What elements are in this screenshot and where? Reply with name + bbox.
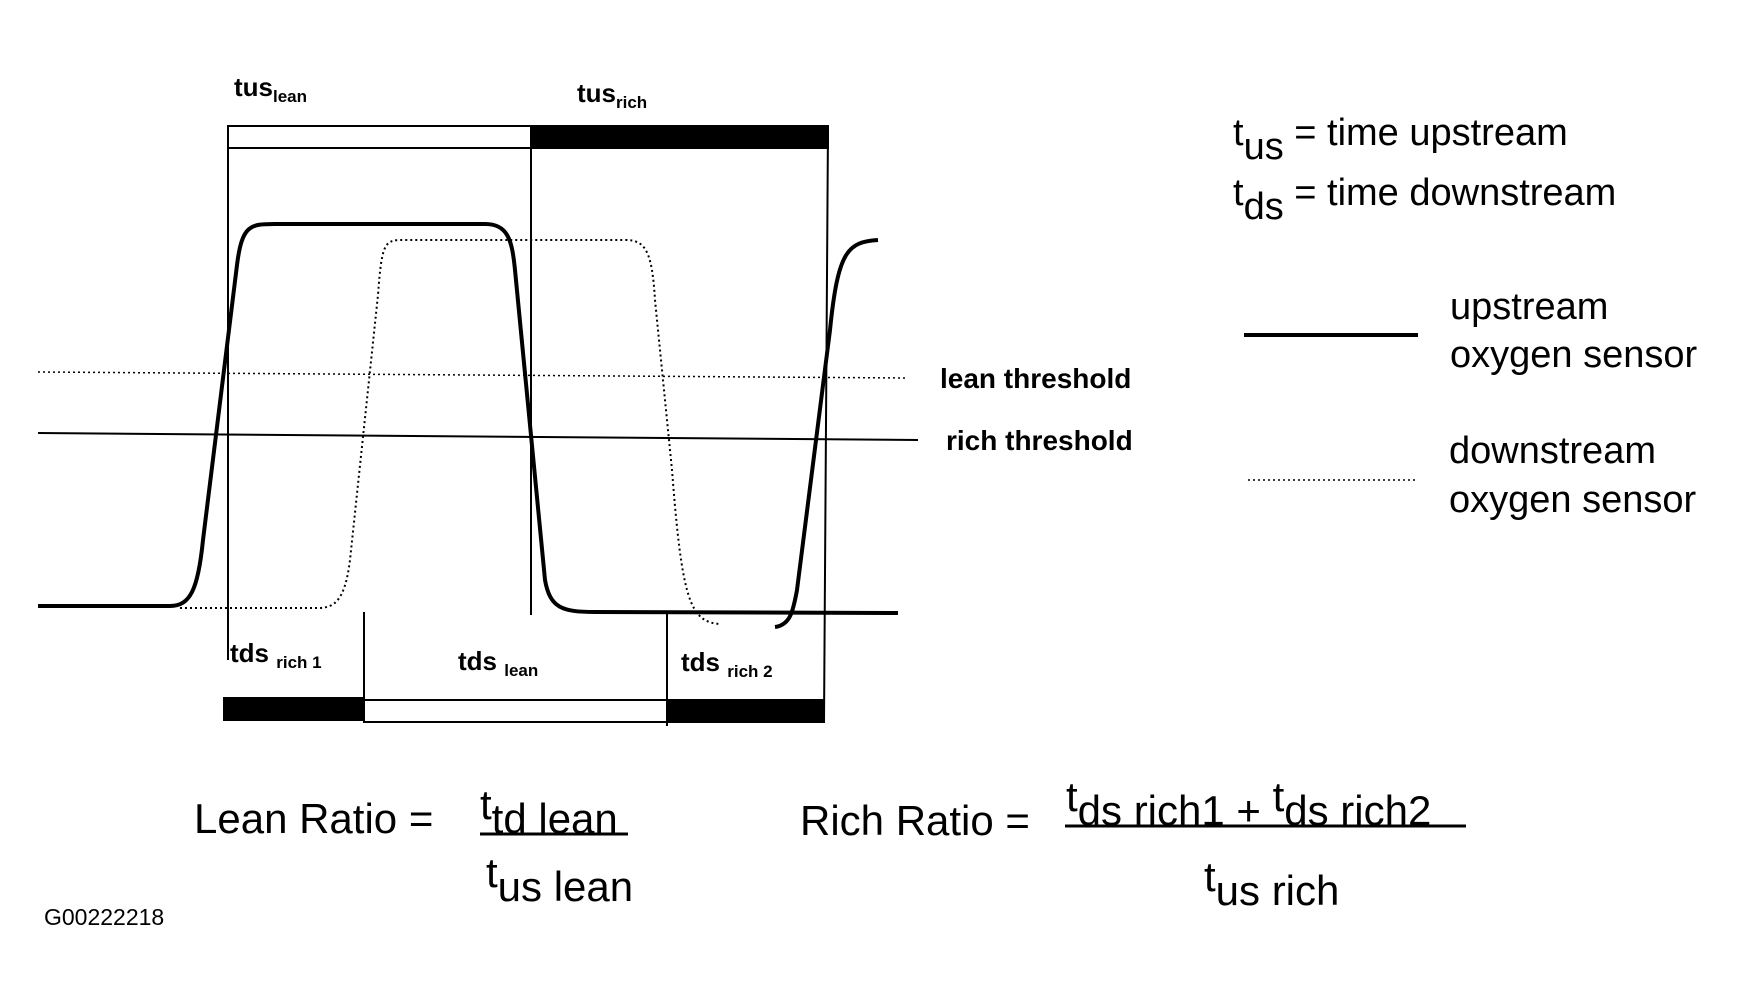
- tds-rich1-label: tds rich 1: [230, 640, 322, 671]
- figure-id: G00222218: [44, 904, 165, 930]
- tus-rich-bar: [530, 125, 829, 149]
- tds-rich1-sub: rich 1: [276, 653, 322, 672]
- upstream-sensor-curve-rise: [774, 238, 879, 629]
- lean-threshold-line: [37, 371, 907, 379]
- rich-plus-sign: +: [1236, 787, 1261, 834]
- definition-tds-base: t: [1233, 172, 1244, 214]
- tds-lean-sub: lean: [504, 661, 539, 680]
- tus-rich-sub: rich: [616, 93, 648, 112]
- tds-rich1-bar: [223, 697, 365, 721]
- lean-ratio-denominator: tus lean: [486, 852, 633, 908]
- rich-den-base: t: [1204, 853, 1216, 900]
- tus-rich-base: tus: [577, 78, 616, 108]
- legend-upstream-line2: oxygen sensor: [1450, 334, 1698, 376]
- tds-lean-base: tds: [458, 646, 497, 676]
- rich-num1-base: t: [1066, 773, 1078, 820]
- definition-tus-base: t: [1233, 112, 1244, 154]
- tus-lean-label: tuslean: [234, 74, 307, 105]
- upstream-sensor-curve: [38, 222, 899, 615]
- lean-den-sub: us lean: [497, 863, 634, 910]
- rich-threshold-line: [37, 432, 919, 441]
- rich-threshold-label: rich threshold: [946, 425, 1133, 456]
- rich-num1-sub: ds rich1: [1077, 787, 1225, 834]
- downstream-sensor-curve: [180, 239, 721, 625]
- legend-downstream-line2: oxygen sensor: [1449, 479, 1697, 521]
- definition-tus: tus = time upstream: [1233, 114, 1568, 166]
- rich-num2-base: t: [1272, 773, 1285, 820]
- definition-tus-text: = time upstream: [1294, 112, 1568, 154]
- tds-rich2-base: tds: [681, 647, 720, 677]
- definition-tds-sub: ds: [1243, 186, 1284, 228]
- tds-lean-bar: [363, 699, 668, 723]
- lean-num-sub: td lean: [491, 795, 618, 842]
- lean-ratio-label: Lean Ratio =: [194, 795, 434, 842]
- rich-num2-sub: ds rich2: [1284, 787, 1432, 834]
- rich-den-sub: us rich: [1215, 867, 1340, 914]
- tus-right-boundary: [823, 125, 829, 723]
- tds-rich2-sub: rich 2: [727, 662, 773, 681]
- tus-lean-base: tus: [234, 72, 273, 102]
- legend-downstream-line1: downstream: [1449, 430, 1656, 472]
- tds-rich2-bar: [666, 699, 825, 723]
- tus-lean-sub: lean: [273, 87, 308, 106]
- rich-ratio-denominator: tus rich: [1204, 856, 1339, 912]
- tds-lean-label: tds lean: [458, 648, 538, 679]
- lean-num-base: t: [480, 781, 492, 828]
- definition-tus-sub: us: [1243, 126, 1284, 168]
- lean-ratio-numerator: ttd lean: [480, 784, 618, 840]
- tus-rich-label: tusrich: [577, 80, 647, 111]
- legend-upstream-line1: upstream: [1450, 286, 1609, 328]
- definition-tds: tds = time downstream: [1233, 174, 1616, 226]
- tds-rich1-base: tds: [230, 638, 269, 668]
- rich-ratio-numerator: tds rich1 + tds rich2: [1066, 776, 1431, 832]
- tus-lean-bar: [227, 125, 532, 149]
- definition-tds-text: = time downstream: [1294, 172, 1617, 214]
- rich-ratio-label: Rich Ratio =: [800, 797, 1030, 844]
- tds-rich2-label: tds rich 2: [681, 649, 773, 680]
- lean-threshold-label: lean threshold: [940, 363, 1132, 394]
- lean-den-base: t: [486, 849, 498, 896]
